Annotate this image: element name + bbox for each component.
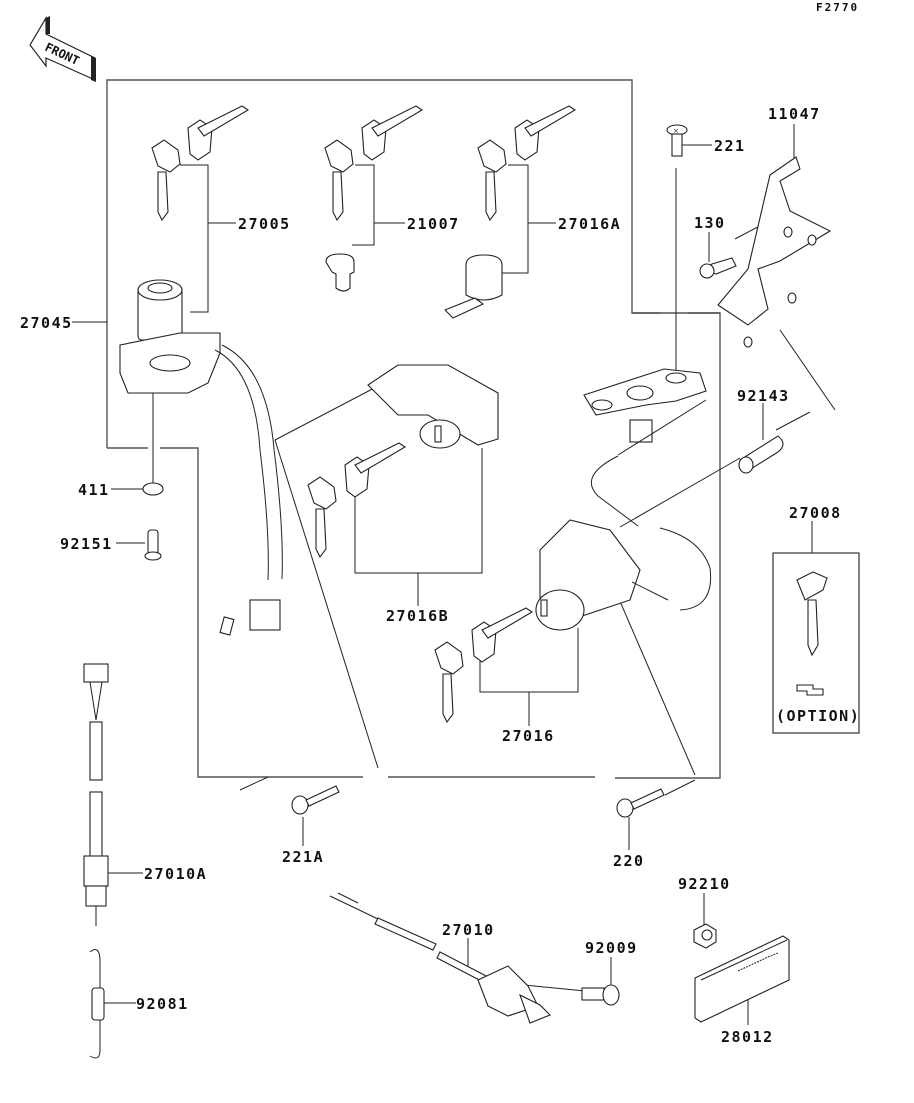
part-label-27045[interactable]: 27045 — [20, 314, 73, 332]
emblem-28012 — [694, 935, 790, 1023]
part-label-27010A[interactable]: 27010A — [144, 865, 208, 883]
option-box — [772, 552, 860, 734]
key-set-27005 — [151, 105, 250, 222]
bolt-130 — [699, 257, 737, 279]
screw-221A — [291, 785, 340, 815]
option-label: (OPTION) — [776, 707, 861, 725]
spring-92081 — [89, 949, 105, 1059]
part-label-220[interactable]: 220 — [613, 852, 645, 870]
screw-221: × — [666, 124, 688, 157]
part-label-92151[interactable]: 92151 — [60, 535, 113, 553]
screw-92009 — [581, 984, 620, 1006]
lock-27016 — [434, 519, 669, 724]
part-label-92081[interactable]: 92081 — [136, 995, 189, 1013]
bracket-11047 — [717, 156, 832, 348]
part-label-27008[interactable]: 27008 — [789, 504, 842, 522]
nut-92210 — [693, 923, 717, 949]
front-arrow-icon: FRONT — [29, 15, 96, 82]
part-label-27005[interactable]: 27005 — [238, 215, 291, 233]
part-label-221[interactable]: 221 — [714, 137, 746, 155]
part-label-27016[interactable]: 27016 — [502, 727, 555, 745]
part-label-92009[interactable]: 92009 — [585, 939, 638, 957]
part-label-27016B[interactable]: 27016B — [386, 607, 450, 625]
screw-220 — [616, 788, 665, 818]
part-label-27016A[interactable]: 27016A — [558, 215, 622, 233]
assembly-frame — [106, 79, 721, 779]
switch-27010A — [83, 663, 109, 926]
part-label-411[interactable]: 411 — [78, 481, 110, 499]
part-label-27010[interactable]: 27010 — [442, 921, 495, 939]
part-label-92143[interactable]: 92143 — [737, 387, 790, 405]
ignition-switch-27045 — [119, 279, 283, 636]
part-label-130[interactable]: 130 — [694, 214, 726, 232]
part-label-21007[interactable]: 21007 — [407, 215, 460, 233]
diagram-code: F2770 — [816, 1, 860, 14]
collar-92143 — [738, 435, 784, 474]
part-label-221A[interactable]: 221A — [282, 848, 325, 866]
switch-bracket-assembly — [583, 368, 712, 611]
part-label-11047[interactable]: 11047 — [768, 105, 821, 123]
key-set-27016A — [444, 105, 577, 319]
svg-text:×: × — [673, 127, 679, 135]
bolt-92151 — [144, 529, 162, 561]
leader-lines — [72, 124, 836, 1025]
switch-27010 — [329, 892, 551, 1024]
part-label-92210[interactable]: 92210 — [678, 875, 731, 893]
washer-411 — [142, 482, 164, 496]
part-label-28012[interactable]: 28012 — [721, 1028, 774, 1046]
key-set-21007 — [324, 105, 424, 292]
lock-27016B — [307, 364, 499, 559]
